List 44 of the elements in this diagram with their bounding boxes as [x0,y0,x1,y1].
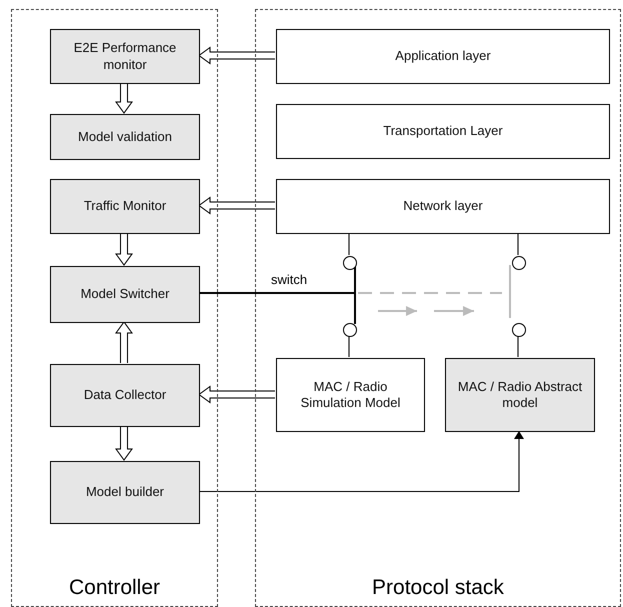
edge-label: switch [271,272,308,287]
process-box [50,179,200,234]
block-arrow [198,386,275,404]
block-arrow [115,426,133,461]
box-label: Model validation [78,128,172,146]
switch-contact [343,323,357,337]
connector-line [199,292,354,294]
connector-line [354,265,356,324]
box-label: Network layer [403,198,483,215]
connector-line [348,232,350,256]
group-panel [255,9,621,607]
connector-line [509,265,511,318]
panel-heading: Protocol stack [371,576,505,600]
panel-heading: Controller [68,576,162,600]
box-label: MAC / Radio Abstract model [456,378,584,412]
process-box [276,179,610,234]
block-arrow [115,233,133,266]
process-box [50,364,200,427]
switch-contact [343,256,357,270]
box-label: E2E Performance monitor [72,40,178,73]
process-box [276,29,610,84]
box-label: Transportation Layer [383,123,503,140]
arrow [198,430,524,492]
process-box [50,29,200,84]
block-arrow [198,196,275,214]
box-label: Model Switcher [80,286,170,303]
connector-line [348,336,350,358]
block-arrow [198,46,275,64]
box-label: MAC / Radio Simulation Model [300,378,402,412]
group-panel [11,9,218,607]
process-box [50,266,200,323]
block-arrow [115,83,133,114]
process-box [445,358,595,432]
box-label: Model builder [86,484,164,501]
process-box [276,358,425,432]
box-label: Traffic Monitor [84,198,166,215]
box-label: Data Collector [84,387,166,404]
process-box [276,104,610,159]
process-box [50,461,200,524]
box-label: Application layer [395,48,491,65]
block-arrow [115,321,133,363]
switch-contact [512,256,526,270]
process-box [50,114,200,160]
switch-contact [512,323,526,337]
